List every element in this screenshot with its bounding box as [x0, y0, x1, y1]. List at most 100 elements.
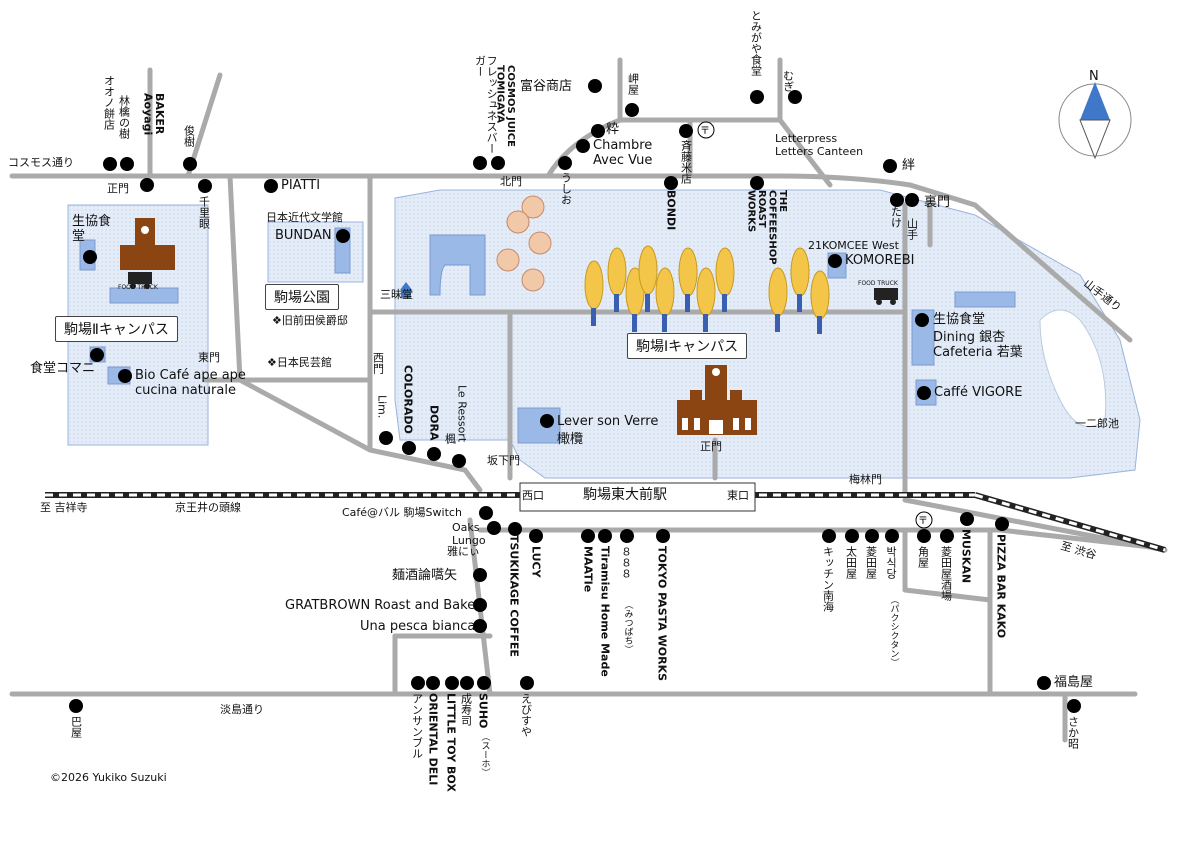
place-dot[interactable]	[83, 250, 97, 264]
fukushima-label: 福島屋	[1054, 675, 1094, 690]
place-dot[interactable]	[750, 176, 764, 190]
letterpress-label: Letterpress Letters Canteen	[775, 132, 864, 158]
pizza-label: PIZZA BAR KAKO	[994, 534, 1008, 639]
foodtruck-label: FOOD TRUCK	[118, 284, 158, 291]
place-dot[interactable]	[540, 414, 554, 428]
kindai-label: 日本近代文学館	[266, 211, 343, 224]
hishida-label: 菱田屋	[864, 546, 878, 579]
place-dot[interactable]	[452, 454, 466, 468]
place-dot[interactable]	[473, 619, 487, 633]
place-dot[interactable]	[598, 529, 612, 543]
tomiya-label: 富谷商店	[520, 79, 573, 94]
place-dot[interactable]	[960, 512, 974, 526]
place-dot[interactable]	[508, 522, 522, 536]
place-dot[interactable]	[477, 676, 491, 690]
cafebal-label: Café@バル 駒場Switch	[342, 506, 462, 519]
maeda-label: ❖旧前田侯爵邸	[272, 314, 348, 327]
chambre-label: Chambre Avec Vue	[593, 138, 653, 168]
place-dot[interactable]	[402, 441, 416, 455]
place-dot[interactable]	[479, 506, 493, 520]
vigore-label: Caffé VIGORE	[934, 385, 1023, 400]
place-dot[interactable]	[520, 676, 534, 690]
place-dot[interactable]	[915, 313, 929, 327]
place-dot[interactable]	[905, 193, 919, 207]
place-dot[interactable]	[460, 676, 474, 690]
place-dot[interactable]	[917, 386, 931, 400]
place-dot[interactable]	[591, 124, 605, 138]
place-dot[interactable]	[336, 229, 350, 243]
place-dot[interactable]	[885, 529, 899, 543]
littletoy-label: LITTLE TOY BOX	[444, 693, 458, 792]
place-dot[interactable]	[529, 529, 543, 543]
place-dot[interactable]	[473, 156, 487, 170]
place-dot[interactable]	[473, 568, 487, 582]
place-dot[interactable]	[828, 254, 842, 268]
place-dot[interactable]	[379, 431, 393, 445]
station-west-exit: 西口	[522, 489, 544, 502]
place-dot[interactable]	[198, 179, 212, 193]
place-dot[interactable]	[865, 529, 879, 543]
place-dot[interactable]	[120, 157, 134, 171]
place-dot[interactable]	[103, 157, 117, 171]
coffeeshop-label: THE COFFEESHOP ROAST WORKS	[745, 190, 789, 265]
place-dot[interactable]	[788, 90, 802, 104]
foodtruck-icon	[874, 288, 898, 305]
place-dot[interactable]	[995, 517, 1009, 531]
mingeikan-label: ❖日本民芸館	[267, 356, 332, 369]
place-dot[interactable]	[664, 176, 678, 190]
place-dot[interactable]	[487, 521, 501, 535]
place-dot[interactable]	[940, 529, 954, 543]
muskan-label: MUSKAN	[959, 529, 973, 584]
paksiktang-kana: （パクシクタン）	[888, 595, 899, 667]
bundan-label: BUNDAN	[275, 228, 332, 243]
place-dot[interactable]	[890, 193, 904, 207]
place-dot[interactable]	[750, 90, 764, 104]
place-dot[interactable]	[679, 124, 693, 138]
place-dot[interactable]	[620, 529, 634, 543]
lim-label: Lim.	[375, 395, 389, 419]
place-dot[interactable]	[411, 676, 425, 690]
miyabi-label: 雅にぃ	[447, 545, 480, 558]
ginkgo-trees	[584, 245, 830, 334]
place-dot[interactable]	[625, 103, 639, 117]
tokyopasta-label: TOKYO PASTA WORKS	[655, 546, 669, 682]
place-dot[interactable]	[426, 676, 440, 690]
ushio-label: うしお	[559, 172, 573, 205]
place-dot[interactable]	[264, 179, 278, 193]
kadoya-label: 角屋	[916, 546, 930, 568]
place-dot[interactable]	[183, 157, 197, 171]
place-dot[interactable]	[822, 529, 836, 543]
tomoe-label: 巴屋	[69, 716, 83, 738]
kitchen-label: キッチン南海	[821, 546, 835, 612]
keio-line-label: 京王井の頭線	[175, 501, 241, 514]
place-dot[interactable]	[558, 156, 572, 170]
gate-nishimon: 西門	[371, 352, 385, 374]
awashima-road-label: 淡島通り	[220, 703, 264, 716]
place-dot[interactable]	[588, 79, 602, 93]
place-dot[interactable]	[581, 529, 595, 543]
place-dot[interactable]	[427, 447, 441, 461]
place-dot[interactable]	[473, 598, 487, 612]
unapesca-label: Una pesca bianca	[360, 619, 476, 634]
sakaaki-label: さか昭	[1066, 716, 1080, 749]
suho-label: SUHO	[476, 693, 490, 729]
place-dot[interactable]	[656, 529, 670, 543]
place-dot[interactable]	[140, 178, 154, 192]
place-dot[interactable]	[917, 529, 931, 543]
place-dot[interactable]	[1037, 676, 1051, 690]
ebisuya-label: えびすや	[519, 693, 533, 737]
shrine-icon	[400, 282, 412, 290]
place-dot[interactable]	[576, 139, 590, 153]
yamate-shop-label: 山手	[905, 218, 919, 240]
place-dot[interactable]	[883, 159, 897, 173]
place-dot[interactable]	[445, 676, 459, 690]
place-dot[interactable]	[90, 348, 104, 362]
place-dot[interactable]	[845, 529, 859, 543]
keio-railway	[45, 492, 1166, 553]
svg-text:〒: 〒	[918, 516, 928, 527]
place-dot[interactable]	[1067, 699, 1081, 713]
place-dot[interactable]	[491, 156, 505, 170]
place-dot[interactable]	[69, 699, 83, 713]
place-dot[interactable]	[118, 369, 132, 383]
gate-seimon1: 正門	[700, 440, 722, 453]
